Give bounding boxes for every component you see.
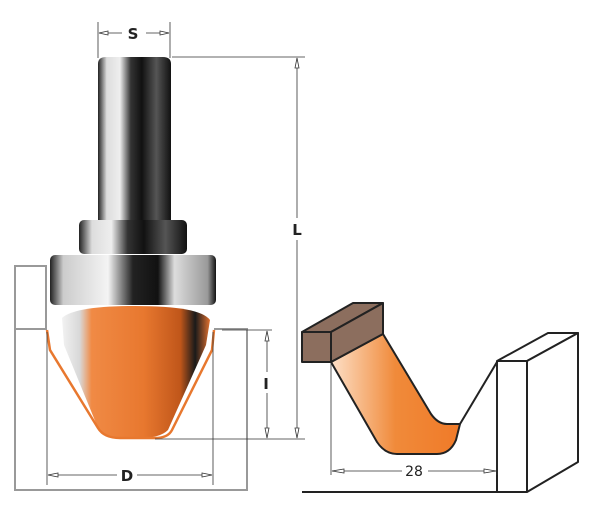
profile-cut [330, 333, 461, 455]
wood-block [301, 302, 384, 363]
right-block [302, 332, 579, 493]
label-s: S [128, 25, 139, 43]
bearing [50, 255, 216, 305]
cutter-cone [62, 306, 210, 438]
label-28: 28 [405, 464, 423, 480]
shank [98, 57, 171, 222]
label-l: L [292, 221, 302, 239]
dimension-i: I [222, 329, 272, 439]
label-i: I [263, 375, 269, 393]
dimension-d: D [46, 332, 214, 485]
router-bit [45, 57, 216, 440]
dimension-l: L [155, 56, 305, 440]
label-d: D [121, 467, 133, 485]
profile-drawing: 28 [301, 302, 579, 493]
dimension-s: S [97, 22, 171, 58]
workpiece-outline [14, 265, 248, 491]
dimension-28: 28 [330, 363, 498, 480]
cutting-profile-outline [45, 329, 216, 440]
collar [79, 220, 187, 254]
